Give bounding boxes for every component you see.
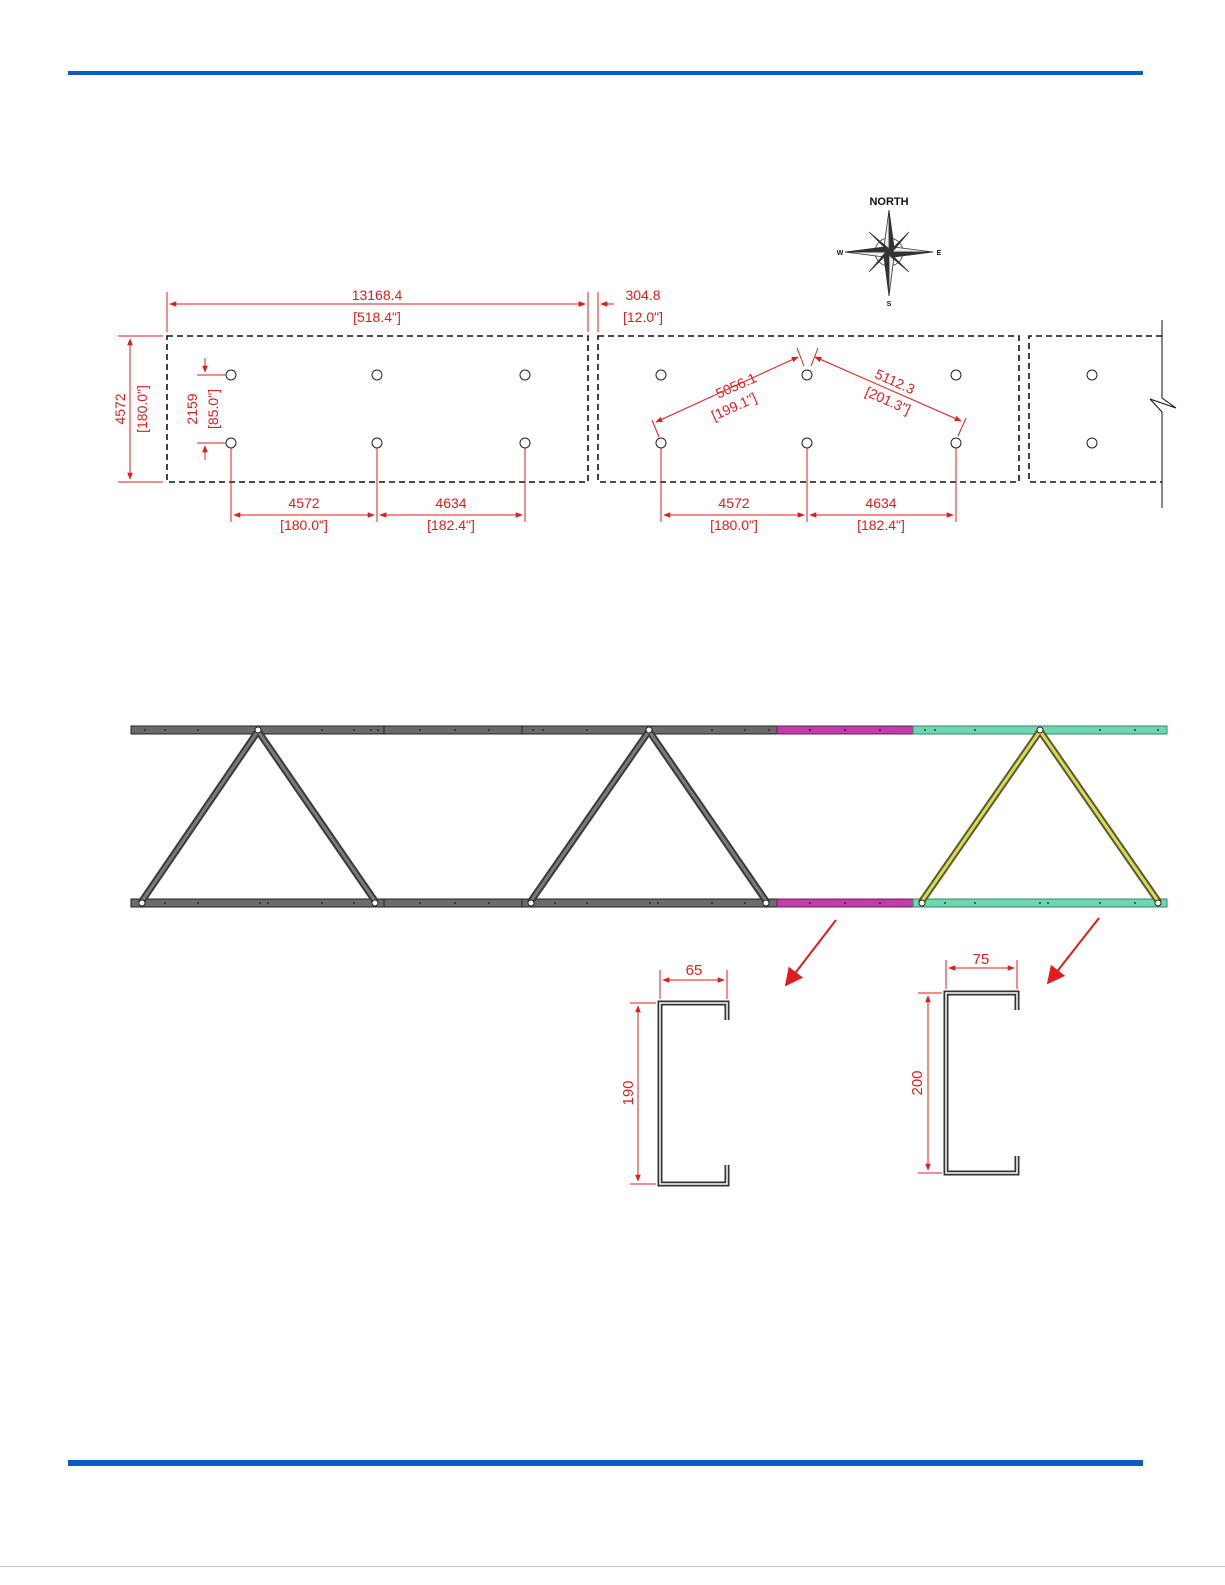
post-marker (372, 370, 382, 380)
post-marker (802, 438, 812, 448)
dimension-labels: 13168.4 [518.4"] 304.8 [12.0"] 4572 [180… (112, 287, 918, 533)
post-marker (951, 370, 961, 380)
arrow-to-small-channel (786, 920, 836, 985)
left-spacing-2-in: [182.4"] (427, 517, 475, 533)
top-chord-steel (131, 726, 777, 734)
gap-in: [12.0"] (623, 309, 663, 325)
truss-nodes (139, 727, 1161, 906)
compass-south-label: S (887, 301, 892, 308)
arrow-to-large-channel (1048, 918, 1099, 983)
right-spacing-1-in: [180.0"] (710, 517, 758, 533)
post-marker (656, 370, 666, 380)
offset-mm: 2159 (184, 393, 200, 424)
yellow-diagonals (922, 731, 1158, 901)
large-channel-depth: 200 (909, 1070, 926, 1095)
compass-north-label: NORTH (869, 196, 908, 208)
left-spacing-1-mm: 4572 (288, 495, 319, 511)
post-marker (226, 370, 236, 380)
small-channel-depth: 190 (620, 1080, 637, 1105)
c-channel-75x200: 75 200 (909, 951, 1017, 1173)
plan-view (167, 336, 1162, 482)
gap-mm: 304.8 (625, 287, 660, 303)
post-marker (520, 438, 530, 448)
right-spacing-2-mm: 4634 (865, 495, 896, 511)
post-marker (226, 438, 236, 448)
compass-star-icon (845, 210, 933, 296)
post-markers (226, 370, 1097, 448)
width-in: [180.0"] (134, 385, 150, 433)
offset-in: [85.0"] (205, 389, 221, 429)
small-channel-flange: 65 (686, 962, 703, 979)
post-marker (372, 438, 382, 448)
left-spacing-2-mm: 4634 (435, 495, 466, 511)
bolt-holes (144, 729, 1159, 904)
break-line (1150, 320, 1176, 508)
truss-elevation (131, 726, 1167, 907)
callout-arrows (786, 918, 1099, 985)
compass-west-label: W (837, 250, 844, 257)
right-spacing-2-in: [182.4"] (857, 517, 905, 533)
post-marker (802, 370, 812, 380)
width-mm: 4572 (112, 393, 128, 424)
right-spacing-1-mm: 4572 (718, 495, 749, 511)
post-marker (656, 438, 666, 448)
large-channel-flange: 75 (973, 951, 990, 968)
compass-rose: NORTH S E W (837, 196, 942, 308)
overall-length-mm: 13168.4 (352, 287, 403, 303)
post-marker (951, 438, 961, 448)
steel-diagonals (142, 731, 766, 901)
overall-length-in: [518.4"] (353, 309, 401, 325)
compass-east-label: E (937, 250, 942, 257)
c-channel-65x190: 65 190 (620, 962, 727, 1184)
bottom-chord-steel (131, 899, 777, 907)
post-marker (1087, 370, 1097, 380)
right-footprint-partial (1029, 336, 1162, 482)
post-marker (520, 370, 530, 380)
post-marker (1087, 438, 1097, 448)
left-spacing-1-in: [180.0"] (280, 517, 328, 533)
dimension-lines (118, 292, 966, 522)
